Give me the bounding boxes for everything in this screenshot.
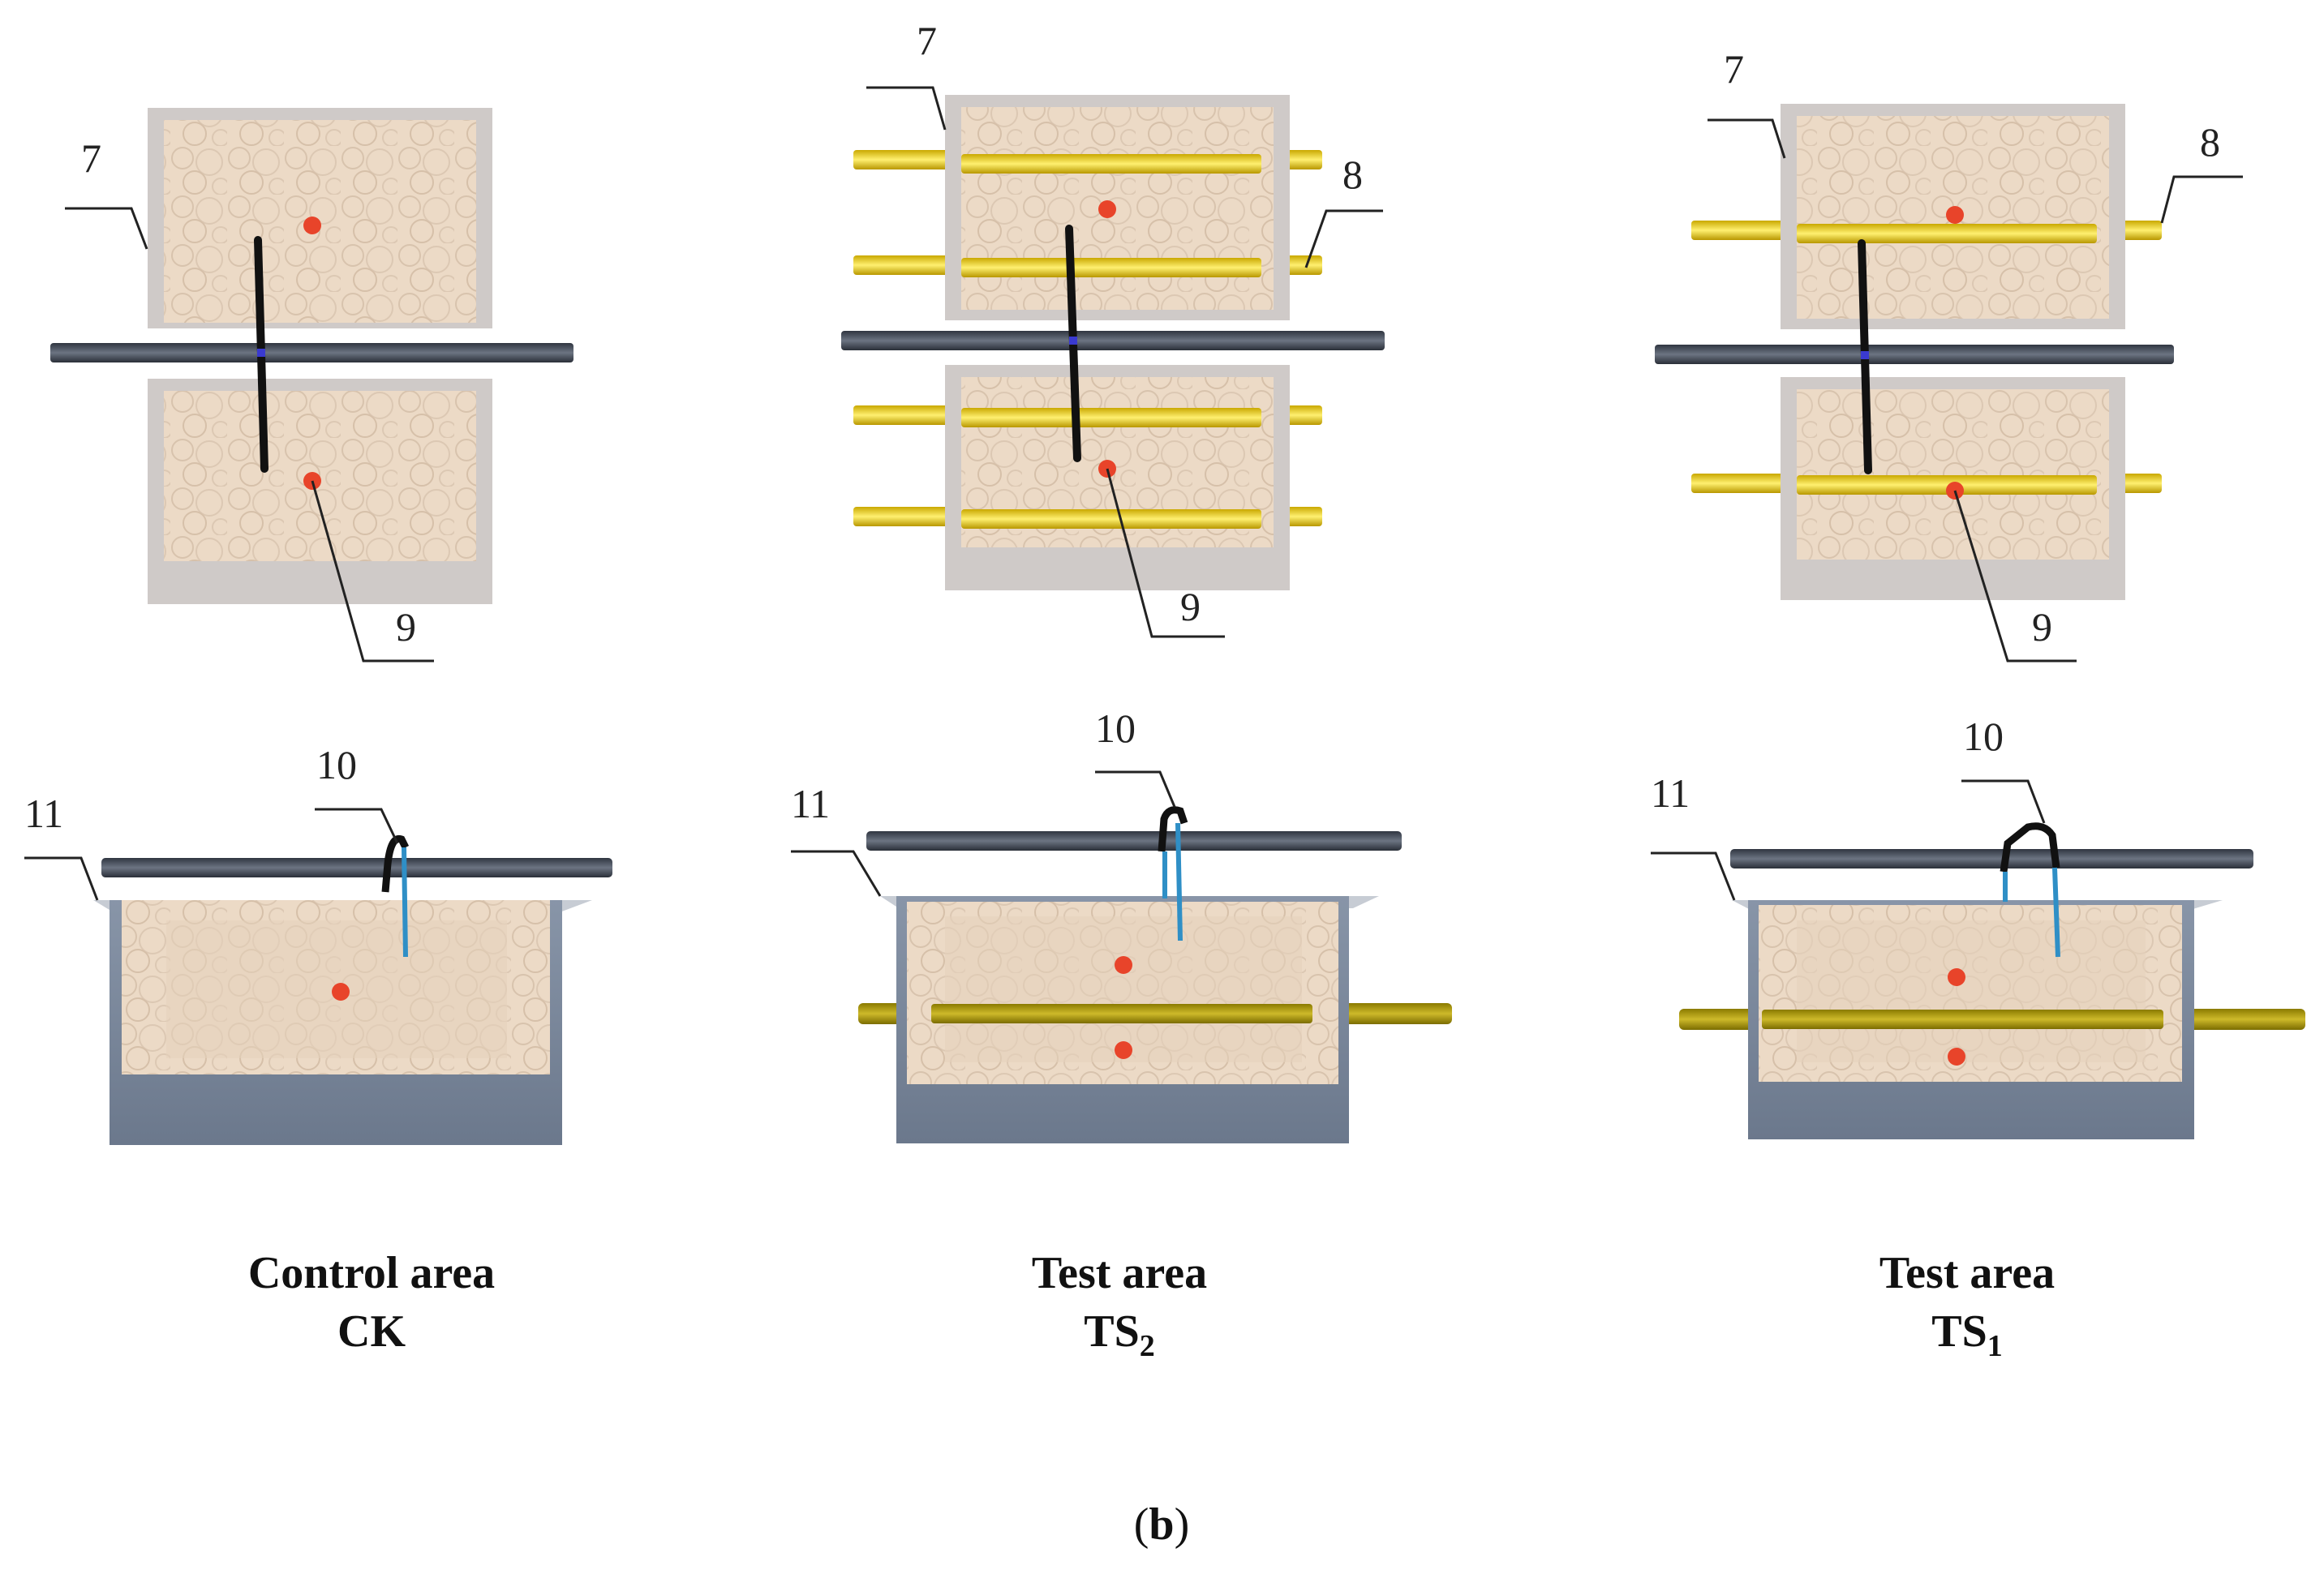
joint-marker	[1069, 337, 1077, 345]
heating-pipe	[1797, 475, 2097, 495]
frame-box	[148, 379, 492, 604]
leader-line	[1106, 468, 1225, 638]
leader-line	[1961, 779, 2046, 824]
leader-line	[1095, 770, 1176, 808]
callout-frame-ts2: 7	[917, 18, 937, 63]
area-code: TS1	[1931, 1306, 2003, 1363]
sensor-point	[1948, 968, 1965, 986]
ts2-plan-view	[841, 86, 1385, 638]
leader-line	[866, 86, 947, 131]
leader-line	[24, 856, 99, 901]
supply-pipe	[866, 831, 1402, 851]
drip-emitter	[2052, 867, 2060, 958]
supply-pipe	[1655, 345, 2174, 364]
hose	[1158, 806, 1188, 852]
leader-line	[1953, 490, 2077, 663]
sensor-point	[1115, 1041, 1132, 1059]
area-code: TS2	[1084, 1306, 1155, 1363]
sensor-point	[1115, 956, 1132, 974]
leader-line	[791, 850, 882, 897]
ck-section-view	[24, 808, 612, 1145]
area-title: Test area	[1032, 1248, 1207, 1298]
leader-line	[315, 808, 399, 844]
leader-line	[1304, 209, 1383, 268]
heating-pipe	[1762, 1010, 2163, 1029]
joint-marker	[257, 349, 265, 357]
callout-drip-ts1: 10	[1963, 714, 2004, 759]
hose	[381, 834, 410, 893]
callout-heating-ts1: 8	[2200, 119, 2220, 165]
sensor-point	[332, 983, 350, 1001]
callout-sensor-ck: 9	[396, 604, 416, 650]
heating-pipe	[931, 1004, 1312, 1023]
ck-plan-view	[50, 108, 573, 663]
sensor-point	[1946, 206, 1964, 224]
heating-pipe	[961, 154, 1261, 174]
callout-bed-edge-ts2: 11	[791, 781, 830, 826]
leader-line	[1708, 118, 1786, 159]
heating-pipe	[961, 509, 1261, 529]
leader-line	[311, 480, 434, 663]
caption-ts1: Test area TS1	[1879, 1248, 2055, 1363]
heating-pipe	[961, 408, 1261, 427]
frame-box	[945, 365, 1290, 590]
caption-ts2: Test area TS2	[1032, 1248, 1207, 1363]
callout-sensor-ts2: 9	[1180, 584, 1201, 629]
heating-pipe	[961, 258, 1261, 277]
callout-bed-edge-ck: 11	[24, 791, 63, 836]
ts1-section-view	[1651, 779, 2305, 1139]
callout-frame-ck: 7	[81, 135, 101, 181]
drip-emitter	[402, 847, 408, 958]
ts2-section-view	[791, 770, 1452, 1143]
callout-bed-edge-ts1: 11	[1651, 770, 1690, 816]
frame-box	[945, 95, 1290, 320]
area-title: Control area	[248, 1248, 495, 1298]
joint-marker	[1861, 351, 1869, 359]
area-code: CK	[337, 1306, 406, 1357]
callout-frame-ts1: 7	[1724, 46, 1744, 92]
leader-line	[65, 207, 148, 250]
callout-drip-ts2: 10	[1095, 706, 1136, 751]
sensor-point	[1948, 1048, 1965, 1066]
callout-heating-ts2: 8	[1342, 152, 1363, 197]
hose	[2000, 822, 2060, 873]
leader-line	[1651, 851, 1736, 901]
drip-emitter	[1175, 822, 1183, 941]
panel-label: (b)	[1134, 1499, 1189, 1550]
leader-line	[2160, 175, 2243, 224]
sensor-point	[303, 217, 321, 234]
supply-pipe	[50, 343, 573, 362]
sensor-point	[1098, 200, 1116, 218]
caption-ck: Control area CK	[248, 1248, 495, 1357]
callout-drip-ck: 10	[316, 742, 357, 787]
area-title: Test area	[1879, 1248, 2055, 1298]
supply-pipe	[101, 858, 612, 877]
callout-sensor-ts1: 9	[2032, 604, 2052, 650]
ts1-plan-view	[1655, 104, 2243, 663]
heating-pipe	[1797, 224, 2097, 243]
frame-box	[148, 108, 492, 328]
supply-pipe	[841, 331, 1385, 350]
supply-pipe	[1730, 849, 2253, 868]
